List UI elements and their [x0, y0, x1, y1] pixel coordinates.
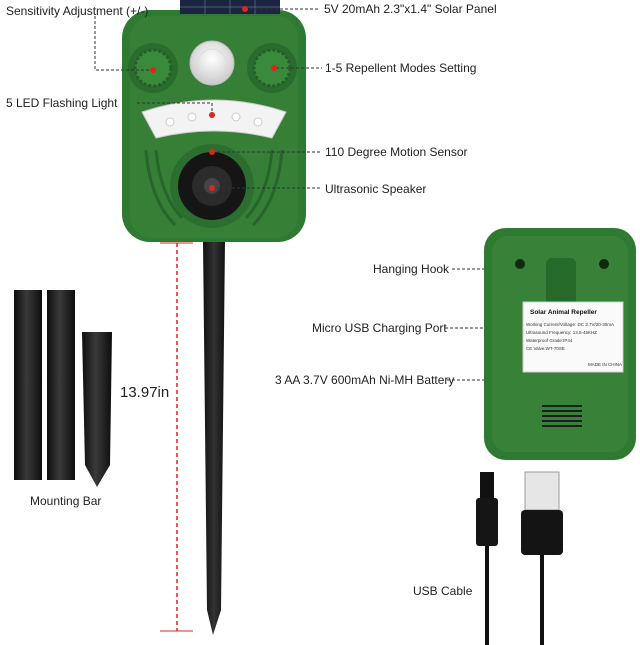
led-light-label: 5 LED Flashing Light [6, 96, 118, 110]
repellent-modes-label: 1-5 Repellent Modes Setting [325, 61, 477, 75]
usb-cable-label: USB Cable [413, 584, 473, 598]
mounting-bars [14, 290, 112, 487]
panel-spec-1: Working Current/Voltage: DC 3.7V/20-30mA [526, 322, 614, 327]
height-label: 13.97in [120, 384, 170, 401]
back-panel [484, 228, 636, 460]
solar-panel [180, 0, 280, 14]
panel-spec-2: Ultrasound Frequency: 13.5-45KHZ [526, 330, 598, 335]
speaker-label: Ultrasonic Speaker [325, 182, 427, 196]
pir-lens [189, 40, 235, 86]
usb-cable [476, 471, 563, 645]
panel-spec-3: Waterproof Grade:IP44 [526, 338, 573, 343]
mounting-bar-label: Mounting Bar [30, 494, 102, 508]
battery-label: 3 AA 3.7V 600mAh Ni-MH Battery [275, 373, 455, 387]
solar-panel-label: 5V 20mAh 2.3"x1.4" Solar Panel [324, 2, 497, 16]
repeller-device [122, 0, 306, 242]
sensitivity-label: Sensitivity Adjustment (+/-) [6, 4, 149, 18]
motion-sensor-label: 110 Degree Motion Sensor [325, 145, 468, 159]
height-indicator [160, 242, 193, 632]
panel-made-in: MADE IN CHINA [588, 362, 623, 367]
led-bar [141, 99, 287, 139]
usb-port-label: Micro USB Charging Port [312, 321, 447, 335]
hanging-hook-label: Hanging Hook [373, 262, 450, 276]
panel-spec-4: CE Valve:WT-70SE [526, 346, 565, 351]
ground-stake [203, 240, 225, 635]
grille [144, 149, 284, 227]
panel-title: Solar Animal Repeller [530, 309, 597, 316]
